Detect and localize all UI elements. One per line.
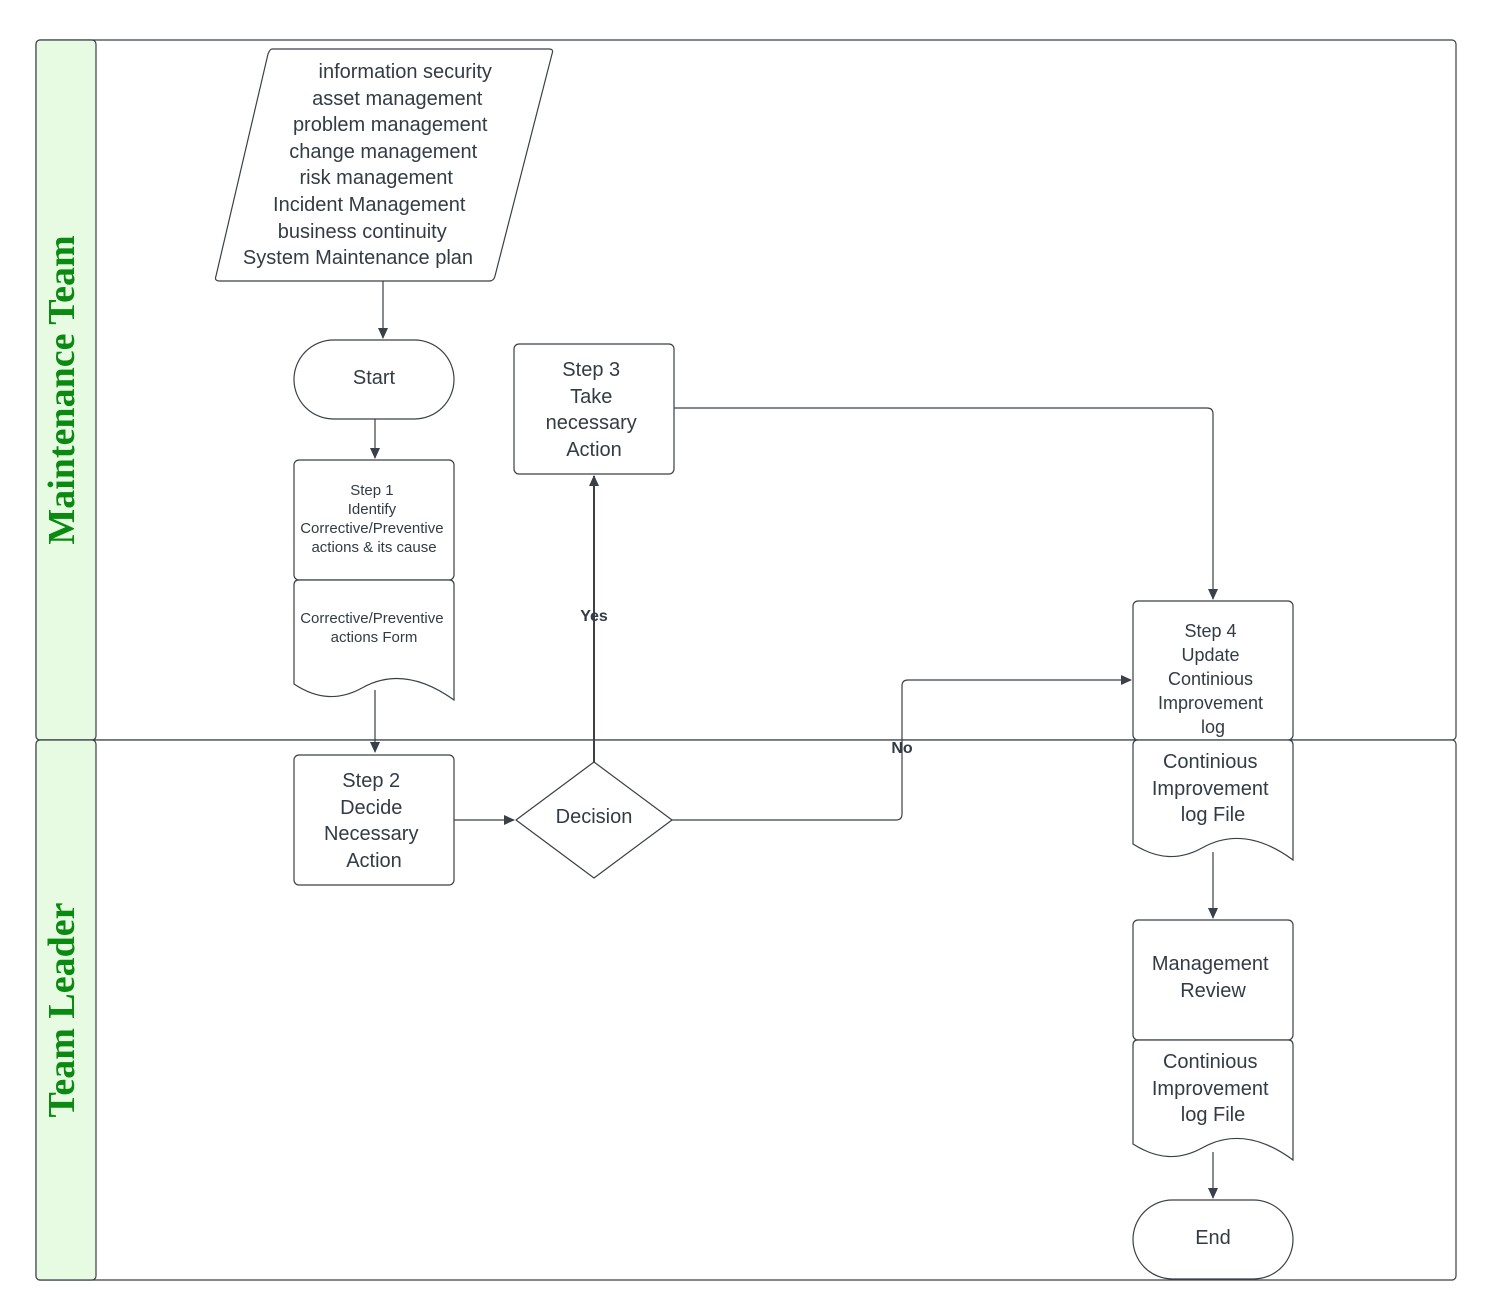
svg-text:information security ass: information security asset management pr… <box>243 61 498 269</box>
svg-text:Step 4 Update Cont: Step 4 Update Continious Improvement log <box>1158 621 1268 737</box>
input-line: asset management <box>312 88 483 110</box>
svg-text:Continious Improvement: Continious Improvement log File <box>1152 751 1274 826</box>
edge-label-yes: Yes <box>580 608 608 625</box>
node-ci-file-1: Continious Improvement log File <box>1132 739 1294 862</box>
node-step3: Step 3 Take necessary Action <box>513 343 675 475</box>
svg-text:Continious Improvement: Continious Improvement log File <box>1152 1051 1274 1126</box>
node-start: Start <box>293 339 455 420</box>
svg-text:End: End <box>1195 1227 1231 1249</box>
svg-text:Step 3 Take necess: Step 3 Take necessary Action <box>546 359 643 461</box>
input-line: problem management <box>293 114 488 136</box>
svg-text:Corrective/Preventive ac: Corrective/Preventive actions Form <box>300 610 448 646</box>
input-line: System Maintenance plan <box>243 247 473 269</box>
input-line: risk management <box>300 167 454 189</box>
input-line: business continuity <box>278 221 447 243</box>
node-inputs: information security asset management pr… <box>214 48 554 282</box>
node-step2: Step 2 Decide Necessary Action <box>293 754 455 886</box>
lane-title-leader: Team Leader <box>41 902 83 1117</box>
node-decision: Decision <box>515 761 673 879</box>
svg-text:Management Review: Management Review <box>1152 953 1274 1002</box>
svg-text:Decision: Decision <box>556 806 633 828</box>
node-step1: Step 1 Identify Corrective/Preventive ac… <box>293 459 455 581</box>
node-management-review: Management Review <box>1132 919 1294 1041</box>
node-end: End <box>1132 1199 1294 1280</box>
svg-text:Step 1 Identify Co: Step 1 Identify Corrective/Preventive ac… <box>300 482 448 556</box>
svg-text:Start: Start <box>353 367 396 389</box>
input-line: change management <box>289 141 477 163</box>
edges <box>370 281 1218 1199</box>
lane-header-leader <box>35 739 97 1281</box>
edge-label-no: No <box>891 740 913 757</box>
node-form-document: Corrective/Preventive actions Form <box>293 579 455 702</box>
node-ci-file-2: Continious Improvement log File <box>1132 1039 1294 1162</box>
lane-title-maintenance: Maintenance Team <box>41 235 83 544</box>
input-line: information security <box>319 61 492 83</box>
edge-decision-no-to-step4 <box>672 675 1132 821</box>
input-line: Incident Management <box>273 194 466 216</box>
edge-step3-to-step4 <box>674 407 1218 600</box>
node-step4: Step 4 Update Continious Improvement log <box>1132 600 1294 741</box>
svg-text:Step 2 Decide Nece: Step 2 Decide Necessary Action <box>324 770 424 872</box>
